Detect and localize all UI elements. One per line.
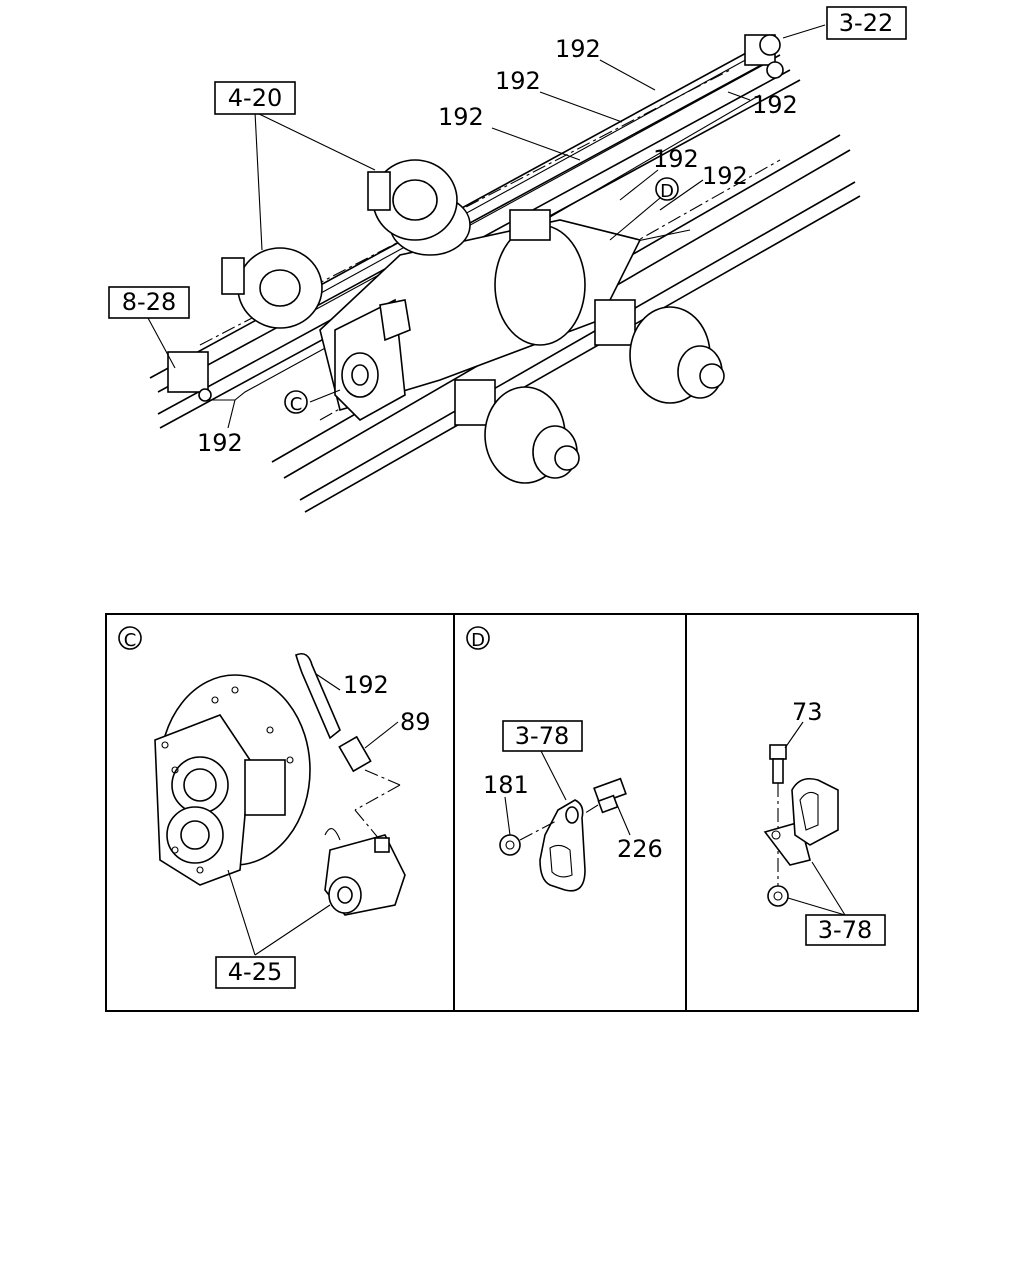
hose-192 — [295, 652, 341, 740]
ref-box-8-28[interactable]: 8-28 — [108, 286, 190, 319]
main-assembly-view: 3-22 4-20 8-28 192 192 192 192 192 192 1… — [108, 6, 907, 513]
connector-89 — [338, 735, 401, 841]
part-label-192: 192 — [555, 35, 601, 63]
wheel-hub-front-lower — [221, 247, 323, 329]
ref-label-4-20: 4-20 — [228, 84, 282, 112]
ref-label-4-25: 4-25 — [228, 958, 282, 986]
end-coupler — [744, 34, 784, 79]
part-label-226: 226 — [617, 835, 663, 863]
nut-bracket — [767, 885, 789, 907]
ref-box-4-25[interactable]: 4-25 — [215, 956, 296, 989]
marker-label-c: C — [290, 394, 303, 415]
wheel-hub-rear-left — [484, 386, 580, 484]
panel-c-marker-label: C — [124, 630, 137, 651]
part-label-192: 192 — [653, 145, 699, 173]
detail-panel-c: C — [118, 626, 431, 989]
pipe-bracket — [763, 777, 839, 866]
part-label-192: 192 — [752, 91, 798, 119]
nut-181 — [499, 834, 521, 856]
wheel-hub-rear-right — [629, 306, 725, 404]
ref-box-3-78-d[interactable]: 3-78 — [502, 720, 583, 752]
part-label-192: 192 — [197, 429, 243, 457]
marker-c-main[interactable]: C — [284, 390, 308, 415]
ref-box-4-20[interactable]: 4-20 — [214, 81, 296, 115]
marker-c-panel: C — [118, 626, 142, 651]
ref-label-3-22: 3-22 — [839, 9, 893, 37]
part-label-73: 73 — [792, 698, 823, 726]
part-label-181: 181 — [483, 771, 529, 799]
part-label-192: 192 — [495, 67, 541, 95]
ref-label-3-78: 3-78 — [818, 916, 872, 944]
brake-valve-assembly — [334, 298, 411, 421]
carrier-housing — [154, 674, 311, 886]
ref-label-3-78: 3-78 — [515, 722, 569, 750]
brake-valve-detail — [324, 828, 406, 916]
ref-box-3-78-e[interactable]: 3-78 — [805, 914, 886, 946]
wheel-hub-front-upper — [367, 159, 458, 241]
detail-panels — [105, 613, 919, 1012]
marker-d-panel: D — [466, 626, 490, 651]
ref-label-8-28: 8-28 — [122, 288, 176, 316]
side-bracket — [167, 351, 212, 402]
part-label-192: 192 — [702, 162, 748, 190]
detail-panel-d: D 3-78 181 226 — [466, 626, 663, 892]
marker-d-main[interactable]: D — [655, 177, 679, 202]
leader-lines-main — [147, 24, 826, 429]
marker-label-d: D — [660, 181, 674, 202]
part-label-89: 89 — [400, 708, 431, 736]
pipe-clip — [539, 799, 586, 892]
detail-panel-bracket: 73 3-78 — [763, 698, 886, 946]
part-label-192: 192 — [343, 671, 389, 699]
bolt-73 — [769, 744, 787, 784]
panel-d-marker-label: D — [471, 630, 485, 651]
ref-box-3-22[interactable]: 3-22 — [826, 6, 907, 40]
part-label-192: 192 — [438, 103, 484, 131]
bolt-226 — [593, 777, 627, 814]
